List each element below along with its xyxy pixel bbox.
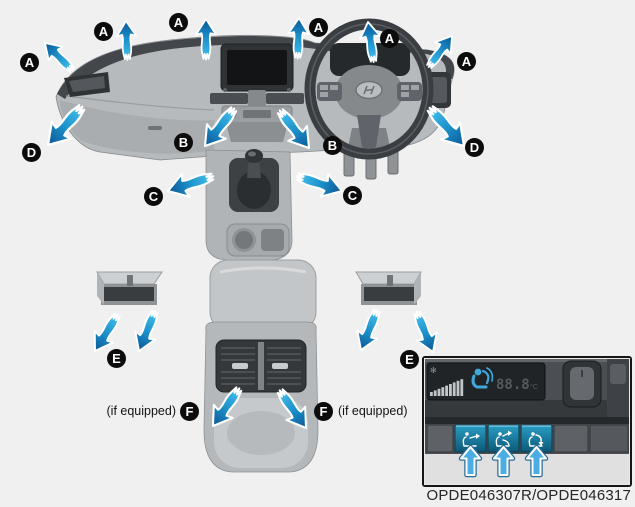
if-equipped-note-left: (if equipped) [106,404,177,418]
callout-a-2: A [94,22,113,41]
callout-f-left: F [180,402,199,421]
callout-b-left: B [174,133,193,152]
under-seat-duct-right [355,271,422,305]
if-equipped-note-right: (if equipped) [338,404,408,418]
climate-display: ✻ 88.8 [426,362,546,401]
temperature-unit: °C [530,383,538,391]
callout-a-5: A [380,29,399,48]
callout-f-right: F [314,402,333,421]
callout-a-4: A [309,18,328,37]
up-arrow-icon [493,446,514,476]
rear-console-vent [203,321,319,473]
selection-up-arrows [458,444,549,478]
airflow-arrow-e-left-2 [128,305,167,357]
hyundai-logo-icon [355,80,383,100]
airflow-arrow-e-right-2 [405,306,444,358]
center-console [205,149,317,331]
airflow-arrow-c-right [292,163,347,204]
seated-person-airflow-icon [471,367,494,389]
fan-speed-bars-icon [430,379,464,396]
under-seat-duct-left [96,271,163,305]
airflow-arrow-e-right-1 [350,304,389,356]
callout-a-1: A [20,53,39,72]
figure-part-number: OPDE046307R/OPDE046317 [426,487,631,504]
callout-d-right: D [465,138,484,157]
callout-c-left: C [144,187,163,206]
callout-b-right: B [323,136,342,155]
callout-a-6: A [457,52,476,71]
callout-c-right: C [343,186,362,205]
up-arrow-icon [460,446,481,476]
callout-e-right: E [400,350,419,369]
climate-control-inset: ✻ 88.8 [422,356,632,487]
callout-a-3: A [169,13,188,32]
climate-control-panel: ✻ 88.8 [424,358,630,485]
callout-e-left: E [107,349,126,368]
callout-d-left: D [22,143,41,162]
airflow-arrow-a-1 [37,35,81,79]
temperature-readout: 88.8 [496,377,530,393]
up-arrow-icon [526,446,547,476]
fan-icon: ✻ [430,366,437,375]
climate-knob [562,360,602,408]
